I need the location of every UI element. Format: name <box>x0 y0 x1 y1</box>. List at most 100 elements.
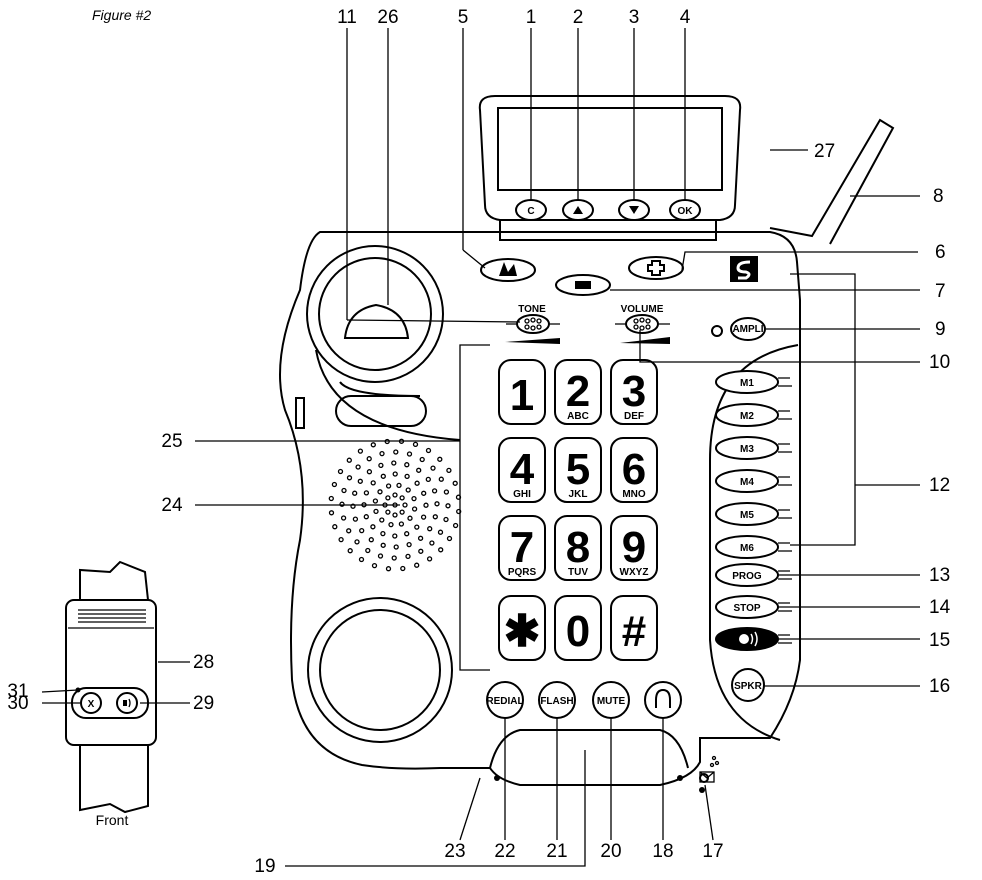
up-button[interactable] <box>562 199 594 221</box>
key-star[interactable]: ✱ <box>498 595 546 661</box>
grille-hole <box>370 480 376 486</box>
flash-pattern-button[interactable] <box>555 274 611 296</box>
clear-button[interactable]: C <box>515 199 547 221</box>
key-letters: DEF <box>624 411 644 422</box>
grille-hole <box>393 544 399 550</box>
handset-curve <box>315 349 461 441</box>
down-arrow-icon <box>629 206 639 214</box>
callout-29: 29 <box>193 693 214 714</box>
grille-hole <box>392 492 398 498</box>
memory-button-4[interactable]: M4 <box>715 469 792 493</box>
emergency-call-button[interactable] <box>628 256 684 280</box>
grille-hole <box>328 495 334 502</box>
grille-hole <box>354 539 360 545</box>
remote-cancel-label: X <box>88 699 95 710</box>
key-letters: ABC <box>567 411 589 422</box>
antenna <box>769 118 895 245</box>
key-0[interactable]: 0 <box>554 595 602 661</box>
grille-hole <box>396 482 402 489</box>
memory-button-2[interactable]: M2 <box>715 403 792 427</box>
lcd-display: C OK <box>478 95 742 241</box>
callout-8: 8 <box>933 186 944 207</box>
grille-hole <box>339 501 345 507</box>
emergency-button[interactable] <box>480 258 536 282</box>
callout-17: 17 <box>702 841 723 862</box>
grille-hole <box>443 516 449 523</box>
key-letters: PQRS <box>508 567 537 578</box>
ok-button[interactable]: OK <box>669 199 701 221</box>
callout-19: 19 <box>254 856 275 877</box>
remote-cancel-button[interactable]: X <box>80 692 102 714</box>
grille-hole <box>347 548 353 554</box>
grille-hole <box>405 553 411 560</box>
grille-hole <box>380 542 386 548</box>
mute-button[interactable]: MUTE <box>592 681 630 719</box>
alarm-icon <box>499 262 517 276</box>
speakerphone-button[interactable]: SPKR <box>731 668 765 702</box>
memory-button-6[interactable]: M6 <box>715 535 792 559</box>
grille-hole <box>352 516 359 522</box>
handset-grip <box>339 381 421 397</box>
callout-11: 11 <box>337 7 357 28</box>
down-button[interactable] <box>618 199 650 221</box>
bottom-led-right <box>677 775 683 781</box>
callout-26: 26 <box>377 7 398 28</box>
pendant-ridges <box>78 609 146 623</box>
flash-button[interactable]: FLASH <box>538 681 576 719</box>
callout-2: 2 <box>573 7 584 28</box>
brand-logo <box>730 256 758 282</box>
grille-hole <box>423 502 429 508</box>
grille-hole <box>338 536 344 543</box>
ampli-button-label: AMPLI <box>732 324 763 335</box>
memory-button-5[interactable]: M5 <box>715 502 792 526</box>
remote-call-button[interactable] <box>116 692 138 714</box>
tone-slider[interactable]: TONE <box>506 304 560 334</box>
key-digit: ✱ <box>504 607 541 656</box>
grille-hole <box>429 540 435 546</box>
earpiece-cradle <box>306 245 444 383</box>
grille-hole <box>392 471 398 477</box>
ampli-button[interactable]: AMPLI <box>730 317 766 341</box>
grille-hole <box>357 448 364 454</box>
volume-slider[interactable]: VOLUME <box>615 304 670 334</box>
cross-icon <box>647 260 665 276</box>
grille-hole <box>425 447 432 454</box>
grille-hole <box>406 541 412 548</box>
grille-hole <box>411 506 418 512</box>
callout-23: 23 <box>444 841 465 862</box>
key-digit: 5 <box>566 445 590 494</box>
key-1[interactable]: 1 <box>498 359 546 425</box>
callout-12: 12 <box>929 475 950 496</box>
grille-hole <box>340 515 347 521</box>
grille-hole <box>400 565 406 572</box>
hook-switch <box>343 303 410 339</box>
memory-button-3[interactable]: M3 <box>715 436 792 460</box>
callout-14: 14 <box>929 597 951 618</box>
key-digit: 1 <box>510 371 534 420</box>
ok-button-label: OK <box>678 206 694 217</box>
grille-hole <box>392 533 398 539</box>
grille-hole <box>385 495 391 501</box>
key-digit: 7 <box>510 523 534 572</box>
grille-hole <box>368 537 374 543</box>
memory-button-1[interactable]: M1 <box>715 370 792 394</box>
key-digit: 6 <box>622 445 646 494</box>
stop-button[interactable]: STOP <box>715 595 792 619</box>
callout-16: 16 <box>929 676 950 697</box>
callout-28: 28 <box>193 652 214 673</box>
key-hash[interactable]: # <box>610 595 658 661</box>
grille-hole <box>341 487 347 494</box>
headset-button[interactable] <box>644 681 682 719</box>
redial-button[interactable]: REDIAL <box>486 681 524 719</box>
grille-hole <box>455 494 462 500</box>
up-arrow-icon <box>573 206 583 214</box>
grille-hole <box>346 475 353 481</box>
